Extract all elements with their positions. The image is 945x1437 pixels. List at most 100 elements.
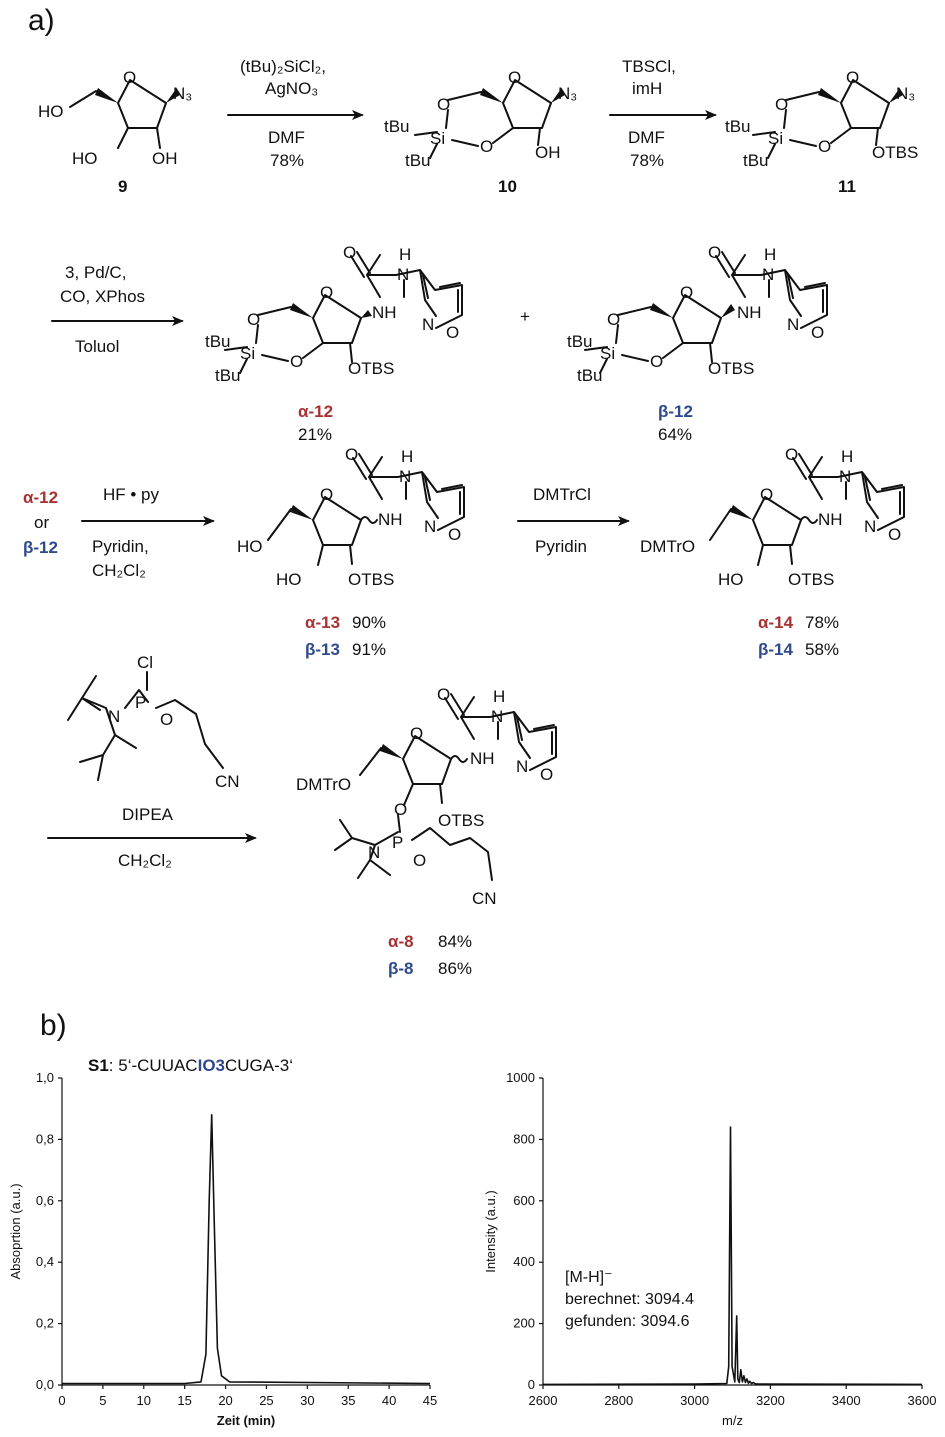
yield-beta-12: 64% [658, 425, 692, 444]
cond4-bot1: Pyridin, [92, 537, 149, 556]
n3-11: N₃ [896, 84, 915, 103]
si-a12: Si [240, 344, 255, 363]
dmtro-14: DMTrO [640, 537, 695, 556]
oh-10: OH [535, 143, 561, 162]
y-tick-label: 0,4 [36, 1254, 54, 1269]
x-tick-label: 15 [177, 1393, 191, 1408]
x-tick-label: 20 [218, 1393, 232, 1408]
y-tick-label: 200 [513, 1316, 535, 1331]
cond1-bot2: 78% [270, 151, 304, 170]
cond3-top2: CO, XPhos [60, 287, 145, 306]
wedge-9-c4 [95, 88, 118, 103]
yield-alpha-14: 78% [805, 613, 839, 632]
plus-sign: + [520, 307, 530, 326]
cond4-top: HF • py [103, 485, 160, 504]
ring-o-14: O [760, 485, 773, 504]
carbonyl-o-a12: O [343, 243, 356, 262]
y-tick-label: 0,8 [36, 1131, 54, 1146]
ho3-14: HO [718, 570, 744, 589]
y-tick-label: 800 [513, 1131, 535, 1146]
isox-o-b12: O [811, 323, 824, 342]
x-tick-label: 25 [259, 1393, 273, 1408]
x-tick-label: 0 [58, 1393, 65, 1408]
o3-11: O [818, 137, 831, 156]
x-tick-label: 3400 [832, 1393, 861, 1408]
ho5-13: HO [237, 537, 263, 556]
cn-8: CN [472, 889, 497, 908]
ring-o-9: O [123, 68, 136, 87]
data-trace [62, 1114, 431, 1385]
tbu2-11: tBu [743, 151, 769, 170]
nh-8: NH [470, 749, 495, 768]
sequence-suffix: CUGA-3‘ [225, 1056, 293, 1075]
start-beta-12: β-12 [23, 538, 58, 557]
x-tick-label: 40 [382, 1393, 396, 1408]
ho3-13: HO [276, 570, 302, 589]
y-tick-label: 0,0 [36, 1377, 54, 1392]
isox-o-a12: O [446, 323, 459, 342]
compound-10: O O Si O tBu tBu N₃ OH 10 [384, 68, 577, 196]
y-tick-label: 600 [513, 1193, 535, 1208]
carbonyl-o-b12: O [708, 243, 721, 262]
tbu1-a12: tBu [205, 332, 231, 351]
phosphitylating-reagent: Cl P N O CN [67, 653, 240, 791]
isox-o-13: O [448, 525, 461, 544]
isox-n-a12: N [422, 315, 434, 334]
yield-beta-8: 86% [438, 959, 472, 978]
cond2-top2: imH [632, 79, 662, 98]
ring-o-13: O [320, 485, 333, 504]
o5-a12: O [247, 310, 260, 329]
nh-b12: NH [737, 303, 762, 322]
tbu2-10: tBu [405, 151, 431, 170]
cond2-top1: TBSCl, [622, 57, 676, 76]
x-axis-label: m/z [722, 1413, 743, 1428]
otbs-a12: OTBS [348, 359, 394, 378]
isox-o-14: O [888, 525, 901, 544]
panel-label-a: a) [28, 4, 55, 37]
cond2-bot1: DMF [628, 128, 665, 147]
label-beta-12: β-12 [658, 402, 693, 421]
compound-11: O O Si O tBu tBu N₃ OTBS 11 [725, 68, 918, 196]
cond3-bot1: Toluol [75, 337, 119, 356]
p-reagent: P [135, 693, 146, 712]
isox-n-14: N [864, 517, 876, 536]
ms-annotation-3: gefunden: 3094.6 [565, 1313, 690, 1330]
x-tick-label: 2800 [604, 1393, 633, 1408]
cond5-top: DMTrCl [533, 485, 591, 504]
compound-14: O NH O N H N O DMTrO HO OTBS α-14 78% β-… [640, 445, 905, 659]
sequence-modification: IO3 [198, 1056, 225, 1075]
tbu1-b12: tBu [567, 332, 593, 351]
urea-n-8: N [491, 707, 503, 726]
sequence-prefix: : 5‘-CUUAC [109, 1056, 198, 1075]
urea-n-14: N [839, 467, 851, 486]
ho2-9: HO [72, 149, 98, 168]
carbonyl-o-8: O [437, 685, 450, 704]
x-tick-label: 3000 [680, 1393, 709, 1408]
carbonyl-o-14: O [785, 445, 798, 464]
urea-h-13: H [401, 447, 413, 466]
x-tick-label: 3600 [908, 1393, 937, 1408]
ring-9 [117, 79, 167, 129]
data-trace [542, 1126, 923, 1386]
ring-o-8: O [410, 724, 423, 743]
ring-o-b12: O [680, 283, 693, 302]
n-reagent: N [108, 707, 120, 726]
p-8: P [392, 833, 403, 852]
cond6-bot: CH₂Cl₂ [118, 851, 172, 870]
compound-alpha-12: O NH O N H N O O Si O tBu tBu OTBS α-12 … [205, 243, 463, 444]
ring-o-10: O [508, 68, 521, 87]
yield-alpha-8: 84% [438, 932, 472, 951]
urea-h-14: H [841, 447, 853, 466]
carbonyl-o-13: O [345, 445, 358, 464]
nh-14: NH [818, 510, 843, 529]
tbu1-11: tBu [725, 117, 751, 136]
oh3-9: OH [152, 149, 178, 168]
si-11: Si [768, 129, 783, 148]
yield-alpha-12: 21% [298, 425, 332, 444]
ring-o-a12: O [320, 283, 333, 302]
isox-n-13: N [424, 517, 436, 536]
label-11: 11 [838, 177, 856, 196]
urea-n-13: N [399, 467, 411, 486]
